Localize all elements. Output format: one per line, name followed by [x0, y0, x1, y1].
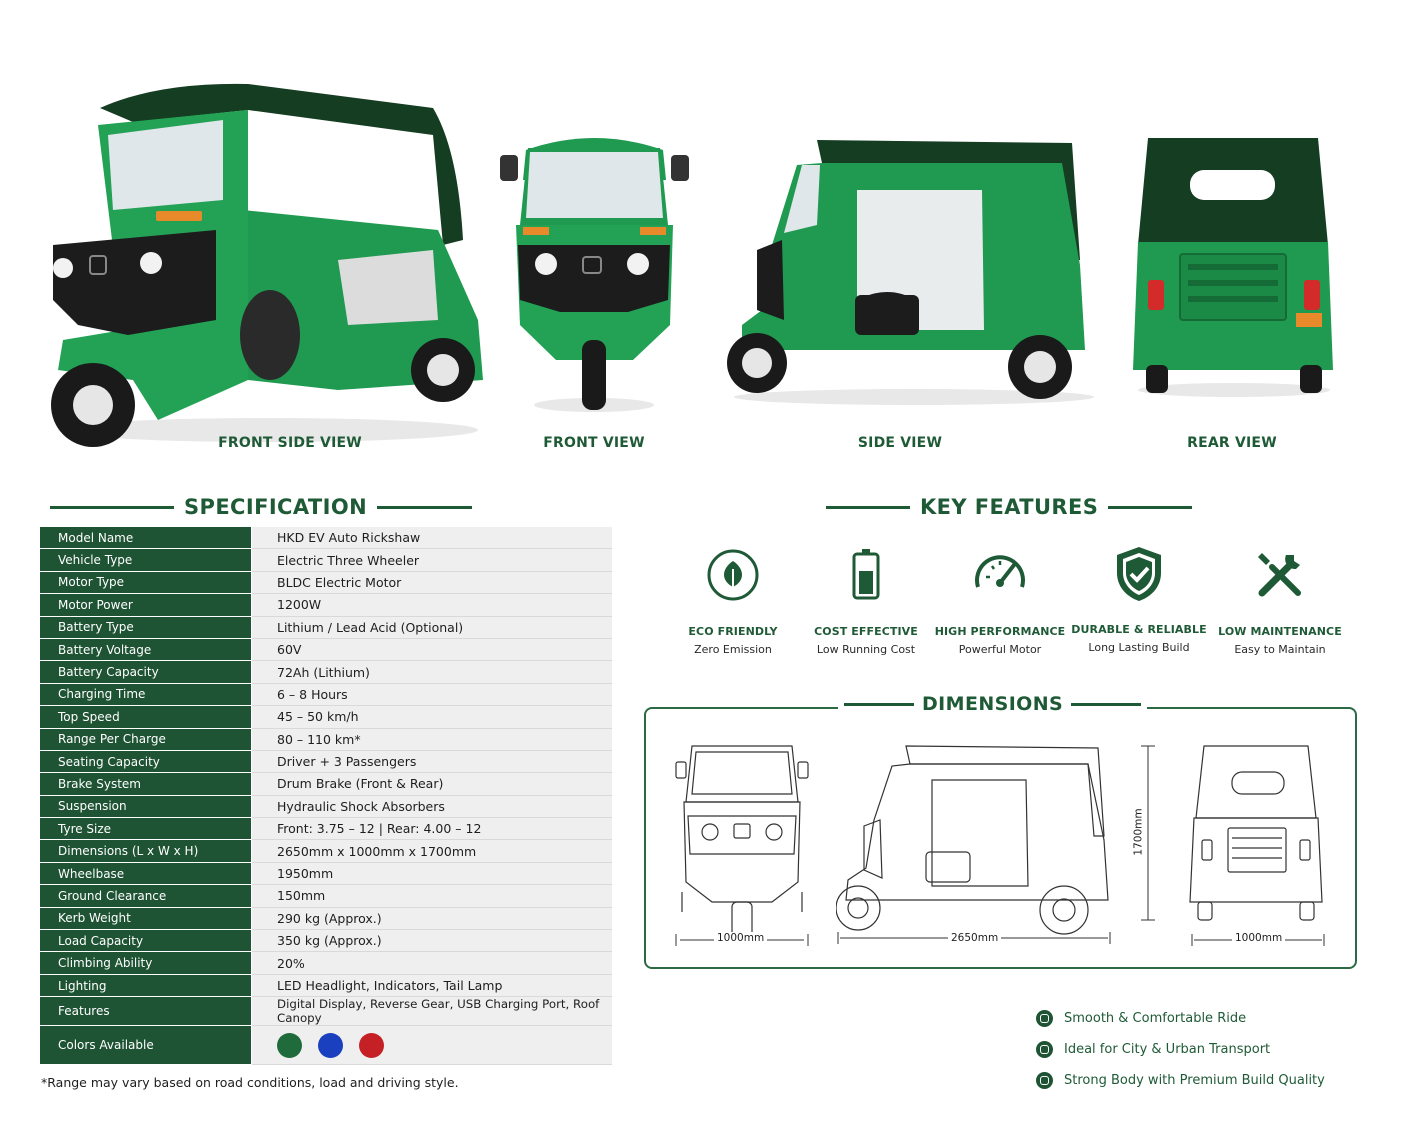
table-row: Dimensions (L x W x H)2650mm x 1000mm x … [40, 839, 612, 863]
bullet-item: Smooth & Comfortable Ride [1036, 1010, 1246, 1027]
feature-high-performance: HIGH PERFORMANCE Powerful Motor [930, 547, 1070, 656]
front-side-view-image [38, 80, 488, 455]
bullet-icon [1036, 1010, 1053, 1027]
rear-width-label: 1000mm [1232, 932, 1286, 944]
feature-eco-friendly: ECO FRIENDLY Zero Emission [663, 547, 803, 656]
dimensions-title: DIMENSIONS [922, 693, 1064, 715]
bullet-icon [1036, 1072, 1053, 1089]
side-view-label: SIDE VIEW [857, 435, 943, 451]
feature-low-maintenance: LOW MAINTENANCE Easy to Maintain [1210, 547, 1350, 656]
range-footnote: *Range may vary based on road conditions… [41, 1075, 459, 1090]
specification-heading: SPECIFICATION [50, 495, 473, 519]
speedometer-icon [975, 555, 1025, 588]
front-width-label: 1000mm [714, 932, 768, 944]
front-view-label: FRONT VIEW [543, 435, 645, 451]
dimensions-heading: DIMENSIONS [838, 693, 1148, 715]
front-side-view-label: FRONT SIDE VIEW [218, 435, 362, 451]
color-swatches [251, 1025, 612, 1066]
color-swatch-blue[interactable] [317, 1032, 343, 1058]
battery-icon [852, 549, 880, 600]
length-label: 2650mm [948, 932, 1002, 944]
front-view-image [498, 130, 693, 415]
bullet-item: Strong Body with Premium Build Quality [1036, 1072, 1325, 1089]
wrench-icon [1258, 553, 1301, 597]
rear-view-label: REAR VIEW [1187, 435, 1277, 451]
color-swatch-green[interactable] [277, 1032, 302, 1058]
height-dimension-line [1141, 745, 1155, 921]
specification-title: SPECIFICATION [184, 495, 368, 519]
feature-cost-effective: COST EFFECTIVE Low Running Cost [796, 547, 936, 656]
bullet-icon [1036, 1041, 1053, 1058]
key-features-heading: KEY FEATURES [826, 495, 1193, 519]
key-features-title: KEY FEATURES [920, 495, 1099, 519]
rear-dimension-drawing [1189, 745, 1325, 946]
height-label: 1700mm [1132, 805, 1145, 859]
side-dimension-drawing [836, 745, 1111, 944]
front-dimension-drawing [675, 745, 809, 946]
colors-row: Colors Available [40, 1025, 612, 1066]
feature-durable-reliable: DURABLE & RELIABLE Long Lasting Build [1069, 545, 1209, 654]
rear-view-image [1128, 130, 1340, 398]
colors-label: Colors Available [40, 1025, 252, 1066]
bullet-item: Ideal for City & Urban Transport [1036, 1041, 1270, 1058]
side-view-image [722, 135, 1107, 405]
shield-check-icon [1117, 547, 1161, 601]
leaf-icon [707, 549, 759, 601]
color-swatch-red[interactable] [358, 1032, 384, 1058]
